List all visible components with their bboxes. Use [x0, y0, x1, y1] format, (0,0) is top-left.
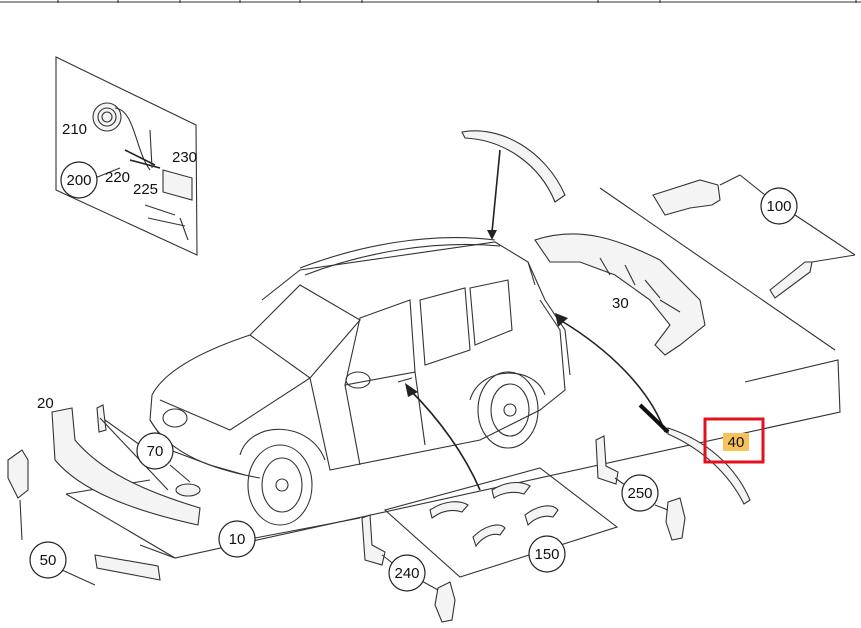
label-225[interactable]: 225 — [133, 181, 158, 198]
svg-text:40: 40 — [728, 434, 745, 451]
label-220[interactable]: 220 — [105, 169, 130, 186]
callout-50[interactable]: 50 — [29, 541, 67, 579]
speaker-ring-part — [92, 102, 122, 132]
rear-diffuser-part-30 — [534, 233, 706, 356]
side-part-50 — [7, 449, 161, 586]
table-header-strip — [0, 0, 861, 3]
wheel-arch-trim-part-40 — [555, 313, 751, 505]
callout-240[interactable]: 240 — [388, 554, 426, 592]
trim-strip-part-100 — [652, 174, 856, 299]
svg-text:150: 150 — [534, 546, 559, 563]
svg-text:50: 50 — [40, 552, 57, 569]
svg-text:240: 240 — [394, 565, 419, 582]
mud-flap-part-250 — [595, 435, 686, 541]
callout-200[interactable]: 200 — [60, 161, 98, 199]
label-210[interactable]: 210 — [62, 121, 87, 138]
mud-flap-part-240 — [361, 514, 456, 623]
door-handle-parts-150 — [383, 383, 619, 578]
label-20[interactable]: 20 — [37, 395, 54, 412]
svg-text:250: 250 — [627, 485, 652, 502]
fog-lamp-part-70 — [104, 419, 201, 497]
inset-panel-200 — [55, 56, 198, 256]
callout-40-highlight[interactable]: 40 — [703, 417, 765, 464]
callout-10[interactable]: 10 — [218, 520, 256, 558]
front-bumper-part-20 — [51, 404, 201, 526]
callout-250[interactable]: 250 — [621, 474, 659, 512]
svg-text:100: 100 — [766, 198, 791, 215]
car-outline — [149, 237, 571, 526]
svg-text:10: 10 — [229, 531, 246, 548]
callout-150[interactable]: 150 — [528, 535, 566, 573]
label-30[interactable]: 30 — [612, 295, 629, 312]
svg-text:70: 70 — [147, 443, 164, 460]
callout-70[interactable]: 70 — [136, 432, 174, 470]
svg-text:200: 200 — [66, 172, 91, 189]
module-box-part — [162, 169, 193, 201]
callout-100[interactable]: 100 — [760, 187, 798, 225]
label-230[interactable]: 230 — [172, 149, 197, 166]
roof-spoiler-part — [461, 130, 566, 240]
